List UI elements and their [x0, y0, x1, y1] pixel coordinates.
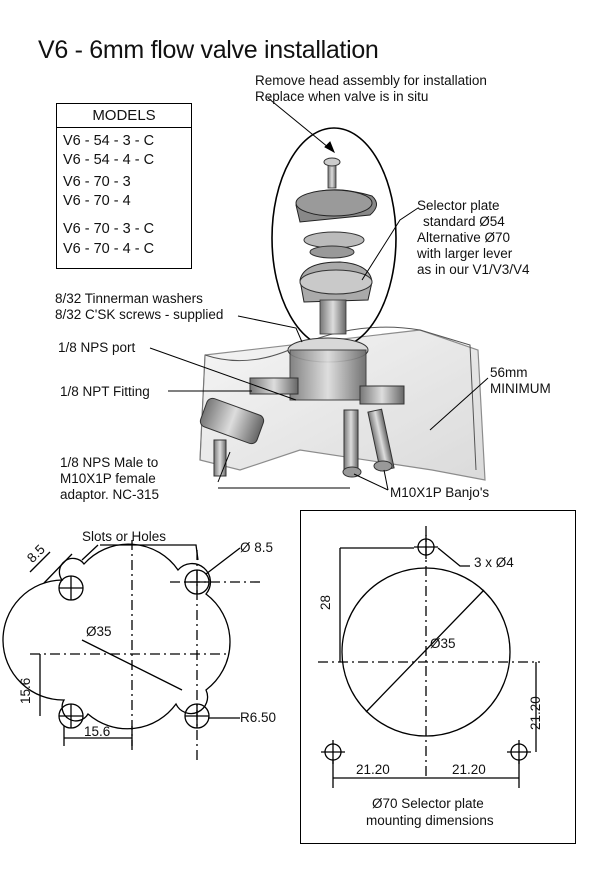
- caption-line2: mounting dimensions: [366, 813, 494, 828]
- right-mounting-drawing: [318, 526, 540, 788]
- callout-selector-line3: Alternative Ø70: [417, 230, 511, 245]
- dia-dim: Ø35: [430, 636, 456, 651]
- callout-adaptor-line1: 1/8 NPS Male to: [60, 455, 159, 470]
- callout-selector-line1: Selector plate: [417, 198, 500, 213]
- callout-selector-line4: with larger lever: [417, 246, 513, 261]
- holes-dim: 3 x Ø4: [474, 555, 514, 570]
- head-assembly-parts: [295, 157, 377, 335]
- body-dia-dim: Ø35: [86, 624, 112, 639]
- right-height-dim: 21.20: [528, 696, 543, 730]
- model-item: V6 - 54 - 4 - C: [63, 152, 155, 168]
- model-item: V6 - 54 - 3 - C: [63, 133, 155, 149]
- caption-line1: Ø70 Selector plate: [372, 796, 484, 811]
- vertical-dim: 28: [318, 594, 333, 610]
- mounting-panel: [199, 326, 486, 481]
- slots-label: Slots or Holes: [82, 529, 167, 544]
- height-dim: 15.6: [18, 677, 33, 704]
- right-drawing-frame: [300, 510, 576, 844]
- width-dim: 15.6: [84, 724, 111, 739]
- left-cutout-drawing: [2, 540, 262, 760]
- radius-dim: R6.50: [240, 710, 277, 725]
- callout-selector-line5: as in our V1/V3/V4: [417, 262, 530, 277]
- callout-adaptor-line2: M10X1P female: [60, 471, 156, 486]
- valve-body: [199, 337, 405, 478]
- callout-banjos: M10X1P Banjo's: [390, 485, 490, 500]
- model-item: V6 - 70 - 3: [63, 174, 131, 190]
- model-item: V6 - 70 - 3 - C: [63, 221, 155, 237]
- callout-min-line2: MINIMUM: [490, 381, 551, 396]
- model-item: V6 - 70 - 4: [63, 193, 131, 209]
- right-width-dim: 21.20: [452, 762, 486, 777]
- callout-selector-line2: standard Ø54: [423, 214, 505, 229]
- callout-head-line2: Replace when valve is in situ: [255, 89, 429, 104]
- callout-washers-line2: 8/32 C'SK screws - supplied: [55, 307, 224, 322]
- callout-adaptor-line3: adaptor. NC-315: [60, 487, 160, 502]
- hole-dia-dim: Ø 8.5: [240, 540, 274, 555]
- callout-npt-fitting: 1/8 NPT Fitting: [60, 384, 150, 399]
- model-item: V6 - 70 - 4 - C: [63, 241, 155, 257]
- left-width-dim: 21.20: [356, 762, 390, 777]
- callout-nps-port: 1/8 NPS port: [58, 340, 136, 355]
- callout-head-line1: Remove head assembly for installation: [255, 73, 487, 88]
- models-table: MODELS V6 - 54 - 3 - C V6 - 54 - 4 - C V…: [56, 103, 192, 269]
- page-title: V6 - 6mm flow valve installation: [38, 36, 379, 64]
- leader-lines: [149, 97, 489, 491]
- models-heading: MODELS: [57, 104, 191, 128]
- callout-washers-line1: 8/32 Tinnerman washers: [55, 291, 203, 306]
- callout-min-line1: 56mm: [490, 365, 528, 380]
